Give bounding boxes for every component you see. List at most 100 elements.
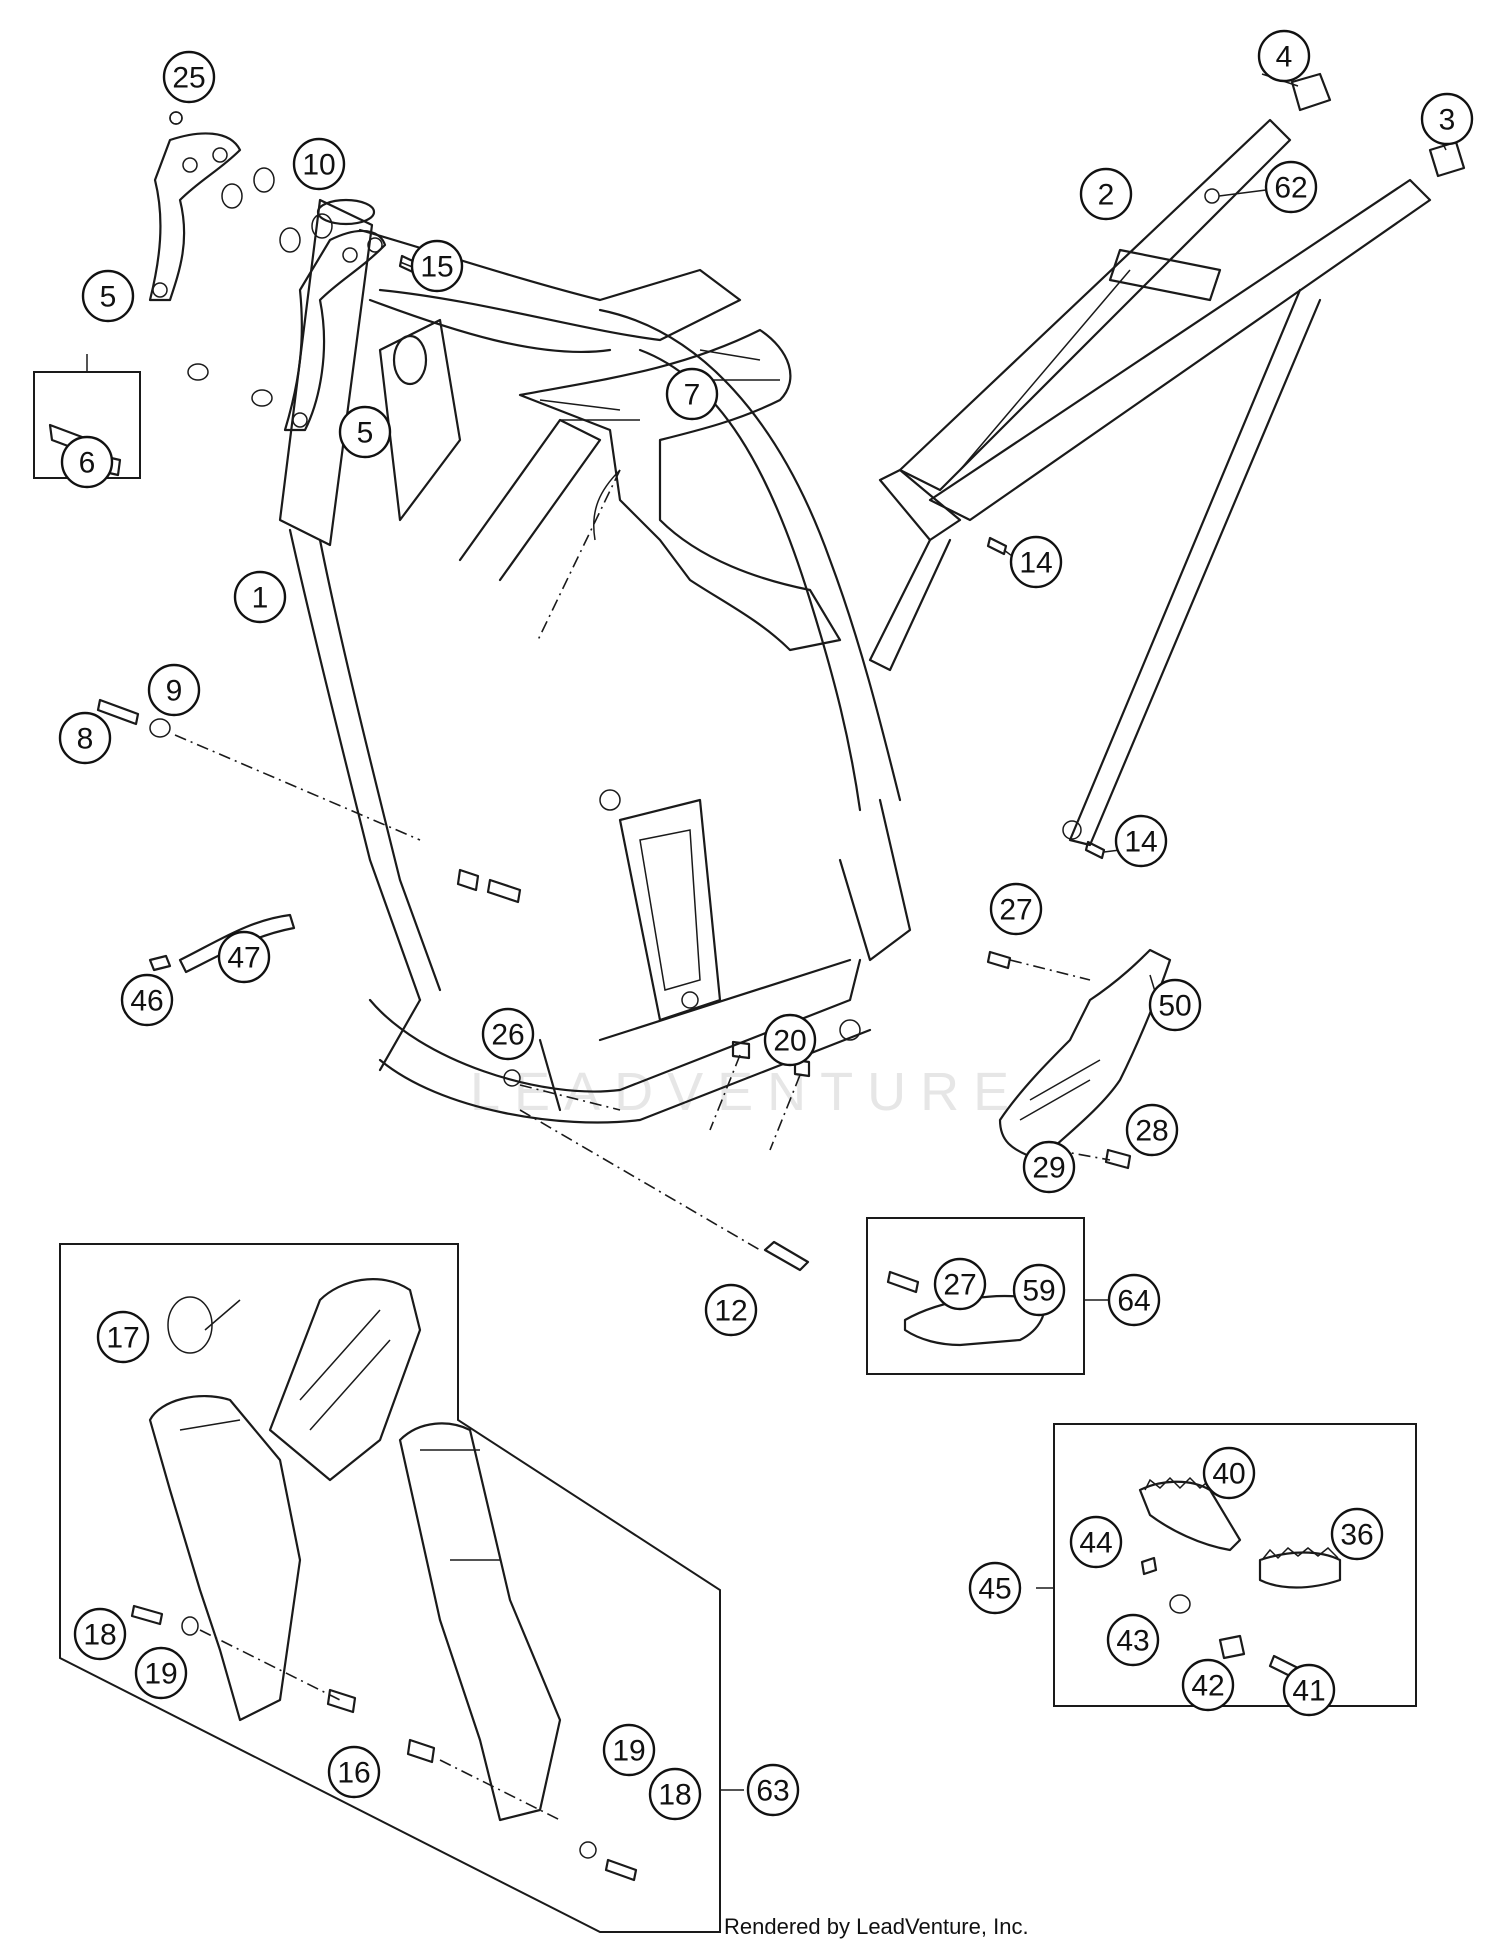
frame-protector-plate — [518, 328, 842, 652]
callout-layer: 1234556789101214141516171818191920252627… — [58, 29, 1474, 1821]
callout-circle — [602, 1723, 656, 1777]
callout-circle — [410, 239, 464, 293]
callout-62: 62 — [1264, 160, 1318, 214]
callout-17: 17 — [96, 1310, 150, 1364]
callout-number: 64 — [1117, 1285, 1150, 1318]
callout-14: 14 — [1009, 535, 1063, 589]
callout-19: 19 — [134, 1646, 188, 1700]
callout-18: 18 — [648, 1767, 702, 1821]
callout-number: 41 — [1292, 1675, 1325, 1708]
callout-number: 47 — [227, 942, 260, 975]
callout-5: 5 — [338, 405, 392, 459]
callout-circle — [1202, 1446, 1256, 1500]
frame-protectors — [130, 1278, 638, 1882]
callout-circle — [1282, 1663, 1336, 1717]
callout-circle — [1012, 1263, 1066, 1317]
callout-14: 14 — [1114, 814, 1168, 868]
callout-7: 7 — [665, 367, 719, 421]
callout-number: 7 — [684, 379, 701, 412]
callout-circle — [1009, 535, 1063, 589]
callout-number: 6 — [79, 447, 96, 480]
callout-number: 14 — [1124, 826, 1157, 859]
kit-box-64 — [866, 1217, 1085, 1375]
callout-circle — [73, 1607, 127, 1661]
callout-number: 20 — [773, 1025, 806, 1058]
callout-number: 63 — [756, 1775, 789, 1808]
callout-45: 45 — [968, 1561, 1022, 1615]
callout-circle — [147, 663, 201, 717]
callout-circle — [1330, 1507, 1384, 1561]
callout-29: 29 — [1022, 1140, 1076, 1194]
callout-number: 18 — [658, 1779, 691, 1812]
watermark: LEADVENTURE — [470, 1062, 1023, 1122]
callout-28: 28 — [1125, 1103, 1179, 1157]
callout-number: 45 — [978, 1573, 1011, 1606]
callout-circle — [327, 1745, 381, 1799]
callout-41: 41 — [1282, 1663, 1336, 1717]
callout-circle — [1257, 29, 1311, 83]
callout-number: 40 — [1212, 1458, 1245, 1491]
callout-circle — [933, 1257, 987, 1311]
callout-number: 16 — [337, 1757, 370, 1790]
callout-number: 5 — [100, 281, 117, 314]
callout-40: 40 — [1202, 1446, 1256, 1500]
callout-circle — [233, 570, 287, 624]
callout-number: 62 — [1274, 172, 1307, 205]
callout-circle — [162, 50, 216, 104]
callout-12: 12 — [704, 1283, 758, 1337]
callout-circle — [1079, 167, 1133, 221]
callout-number: 27 — [943, 1269, 976, 1302]
leader-lines — [1003, 73, 1447, 1009]
callout-number: 25 — [172, 62, 205, 95]
callout-18: 18 — [73, 1607, 127, 1661]
callout-64: 64 — [1107, 1273, 1161, 1327]
callout-number: 26 — [491, 1019, 524, 1052]
callout-number: 42 — [1191, 1670, 1224, 1703]
callout-number: 46 — [130, 985, 163, 1018]
callout-50: 50 — [1148, 978, 1202, 1032]
callout-42: 42 — [1181, 1658, 1235, 1712]
callout-10: 10 — [292, 137, 346, 191]
callout-circle — [292, 137, 346, 191]
callout-27: 27 — [933, 1257, 987, 1311]
callout-15: 15 — [410, 239, 464, 293]
callout-36: 36 — [1330, 1507, 1384, 1561]
callout-circle — [989, 882, 1043, 936]
fasteners — [96, 111, 1220, 1272]
callout-circle — [1069, 1515, 1123, 1569]
callout-number: 19 — [612, 1735, 645, 1768]
callout-1: 1 — [233, 570, 287, 624]
callout-46: 46 — [120, 973, 174, 1027]
callout-number: 19 — [144, 1658, 177, 1691]
callout-circle — [968, 1561, 1022, 1615]
callout-59: 59 — [1012, 1263, 1066, 1317]
callout-2: 2 — [1079, 167, 1133, 221]
callout-number: 1 — [252, 582, 269, 615]
callout-44: 44 — [1069, 1515, 1123, 1569]
callout-number: 27 — [999, 894, 1032, 927]
callout-number: 10 — [302, 149, 335, 182]
callout-circle — [338, 405, 392, 459]
kit-box-45 — [1053, 1423, 1417, 1707]
callout-4: 4 — [1257, 29, 1311, 83]
callout-number: 44 — [1079, 1527, 1112, 1560]
callout-number: 4 — [1276, 41, 1293, 74]
callout-circle — [746, 1763, 800, 1817]
callout-circle — [1022, 1140, 1076, 1194]
callout-circle — [1148, 978, 1202, 1032]
callout-43: 43 — [1106, 1613, 1160, 1667]
callout-9: 9 — [147, 663, 201, 717]
callout-circle — [1106, 1613, 1160, 1667]
callout-number: 50 — [1158, 990, 1191, 1023]
callout-number: 43 — [1116, 1625, 1149, 1658]
callout-27: 27 — [989, 882, 1043, 936]
callout-20: 20 — [763, 1013, 817, 1067]
callout-number: 28 — [1135, 1115, 1168, 1148]
callout-63: 63 — [746, 1763, 800, 1817]
callout-number: 5 — [357, 417, 374, 450]
callout-number: 2 — [1098, 179, 1115, 212]
callout-number: 18 — [83, 1619, 116, 1652]
callout-circle — [1181, 1658, 1235, 1712]
callout-circle — [120, 973, 174, 1027]
callout-circle — [217, 930, 271, 984]
